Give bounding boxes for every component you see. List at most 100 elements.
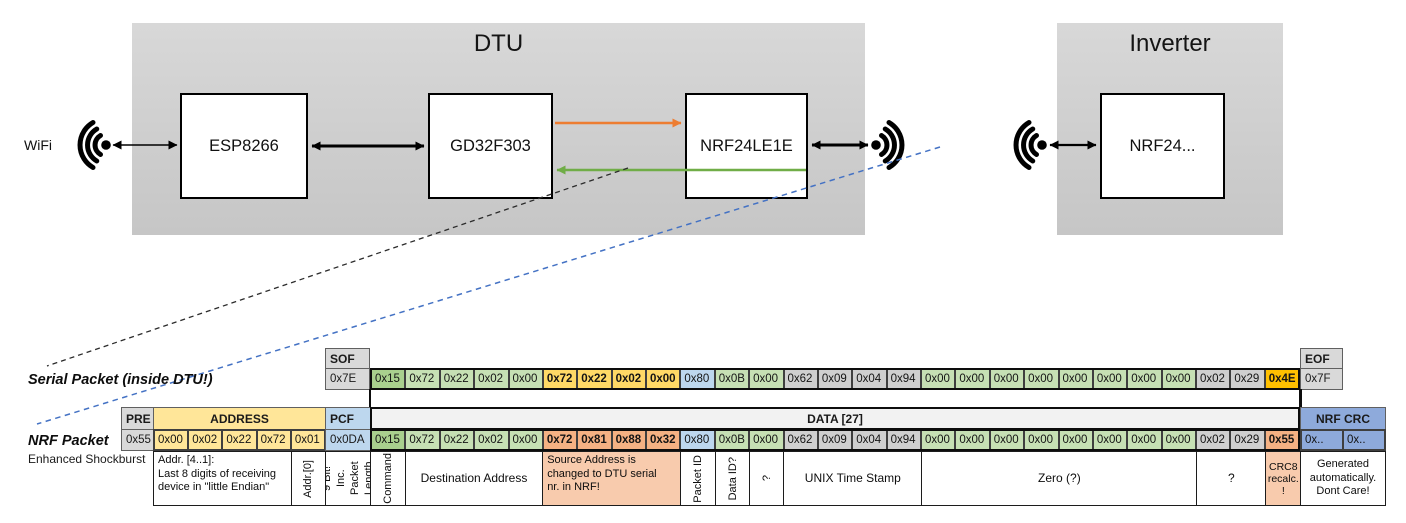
- note-address: Addr. [4..1]: Last 8 digits of receiving…: [153, 451, 292, 506]
- note-pcf: 9 Bit! Inc. Packet Length: [325, 451, 371, 506]
- wifi-icon-left: [77, 120, 111, 170]
- note-unknown-tail: ?: [1196, 451, 1267, 506]
- byte-cell: 0x00: [954, 431, 989, 449]
- byte-cell: 0x94: [885, 431, 920, 449]
- note-data-id: Data ID?: [714, 451, 751, 506]
- nrf24le1e-label: NRF24LE1E: [700, 136, 793, 155]
- byte-cell: 0x29: [1229, 370, 1264, 388]
- byte-cell: 0x15: [372, 431, 405, 449]
- wifi-icon-inverter: [1013, 120, 1047, 170]
- byte-cell: 0x02: [1195, 370, 1230, 388]
- byte-cell: 0x00: [920, 370, 955, 388]
- byte-cell: 0x00: [1023, 370, 1058, 388]
- serial-packet-label: Serial Packet (inside DTU!): [28, 372, 213, 388]
- byte-cell: 0x62: [782, 370, 817, 388]
- note-unix-timestamp: UNIX Time Stamp: [783, 451, 923, 506]
- byte-cell: 0x02: [610, 370, 645, 388]
- byte-cell: 0x09: [816, 431, 852, 449]
- byte-cell: 0x72: [541, 431, 577, 449]
- byte-cell: 0x02: [473, 431, 508, 449]
- byte-cell: 0x04: [851, 431, 886, 449]
- note-unknown-byte12: ?: [749, 451, 785, 506]
- note-generated: Generated automatically. Dont Care!: [1300, 451, 1386, 506]
- address-byte-cell: 0x72: [255, 431, 290, 449]
- connector-line-left: [368, 389, 371, 408]
- note-source: Source Address is changed to DTU serial …: [542, 451, 682, 506]
- byte-cell: 0x00: [645, 370, 680, 388]
- wifi-icon-dtu-right: [871, 120, 905, 170]
- crc-byte-cell: 0x..: [1342, 431, 1384, 449]
- byte-cell: 0x00: [507, 431, 542, 449]
- byte-cell: 0x62: [782, 431, 817, 449]
- byte-cell: 0x32: [645, 431, 680, 449]
- byte-cell: 0x55: [1263, 431, 1299, 449]
- sof-value: 0x7E: [325, 368, 370, 390]
- pre-value: 0x55: [121, 429, 154, 451]
- byte-cell: 0x00: [920, 431, 955, 449]
- byte-cell: 0x94: [885, 370, 920, 388]
- address-byte-cell: 0x02: [187, 431, 222, 449]
- eof-header: EOF: [1300, 348, 1343, 369]
- byte-cell: 0x80: [679, 370, 714, 388]
- byte-cell: 0x00: [1160, 370, 1195, 388]
- gd32f303-box: GD32F303: [428, 93, 553, 199]
- byte-cell: 0x00: [1057, 431, 1092, 449]
- crc-byte-cell: 0x..: [1302, 431, 1342, 449]
- byte-cell: 0x00: [1160, 431, 1195, 449]
- byte-cell: 0x02: [1195, 431, 1230, 449]
- inverter-title: Inverter: [1129, 30, 1211, 57]
- gd32f303-label: GD32F303: [450, 136, 531, 155]
- byte-cell: 0x00: [1126, 370, 1161, 388]
- address-byte-cell: 0x22: [221, 431, 256, 449]
- nrf-data-header: DATA [27]: [370, 407, 1300, 430]
- byte-cell: 0x81: [576, 431, 611, 449]
- byte-cell: 0x15: [372, 370, 405, 388]
- note-destination: Destination Address: [404, 451, 544, 506]
- byte-cell: 0x00: [748, 370, 783, 388]
- note-crc8: CRC8 recalc. !: [1265, 451, 1302, 506]
- dtu-title: DTU: [473, 30, 524, 57]
- byte-cell: 0x00: [988, 370, 1024, 388]
- byte-cell: 0x00: [1023, 431, 1058, 449]
- byte-cell: 0x0B: [713, 370, 749, 388]
- wifi-label: WiFi: [24, 137, 52, 153]
- pcf-header: PCF: [325, 407, 371, 430]
- address-byte-cell: 0x01: [289, 431, 325, 449]
- nrf-crc-row: 0x..0x..: [1300, 429, 1386, 451]
- byte-cell: 0x4E: [1263, 370, 1299, 388]
- note-address0: Addr.[0]: [290, 451, 326, 506]
- byte-cell: 0x00: [1126, 431, 1161, 449]
- byte-cell: 0x00: [954, 370, 989, 388]
- inverter-nrf-label: NRF24...: [1129, 136, 1196, 155]
- byte-cell: 0x88: [610, 431, 645, 449]
- byte-cell: 0x02: [473, 370, 508, 388]
- byte-cell: 0x29: [1229, 431, 1264, 449]
- connector-line-right: [1299, 389, 1302, 408]
- nrf-packet-label: NRF Packet: [28, 433, 109, 449]
- byte-cell: 0x04: [851, 370, 886, 388]
- byte-cell: 0x80: [679, 431, 714, 449]
- byte-cell: 0x00: [1091, 431, 1127, 449]
- byte-cell: 0x22: [576, 370, 611, 388]
- note-zero: Zero (?): [920, 451, 1198, 506]
- byte-cell: 0x72: [541, 370, 577, 388]
- inverter-nrf-box: NRF24...: [1100, 93, 1225, 199]
- nrf24le1e-box: NRF24LE1E: [685, 93, 808, 199]
- note-command: Command: [370, 451, 406, 506]
- byte-cell: 0x72: [404, 370, 439, 388]
- note-packet-id: Packet ID: [680, 451, 716, 506]
- esp8266-box: ESP8266: [180, 93, 308, 199]
- byte-cell: 0x00: [1091, 370, 1127, 388]
- sof-header: SOF: [325, 348, 370, 369]
- eof-value: 0x7F: [1300, 368, 1343, 390]
- nrf-packet-sublabel: Enhanced Shockburst: [28, 452, 146, 466]
- byte-cell: 0x72: [404, 431, 439, 449]
- byte-cell: 0x22: [438, 431, 474, 449]
- byte-cell: 0x00: [1057, 370, 1092, 388]
- byte-cell: 0x00: [507, 370, 542, 388]
- byte-cell: 0x00: [988, 431, 1024, 449]
